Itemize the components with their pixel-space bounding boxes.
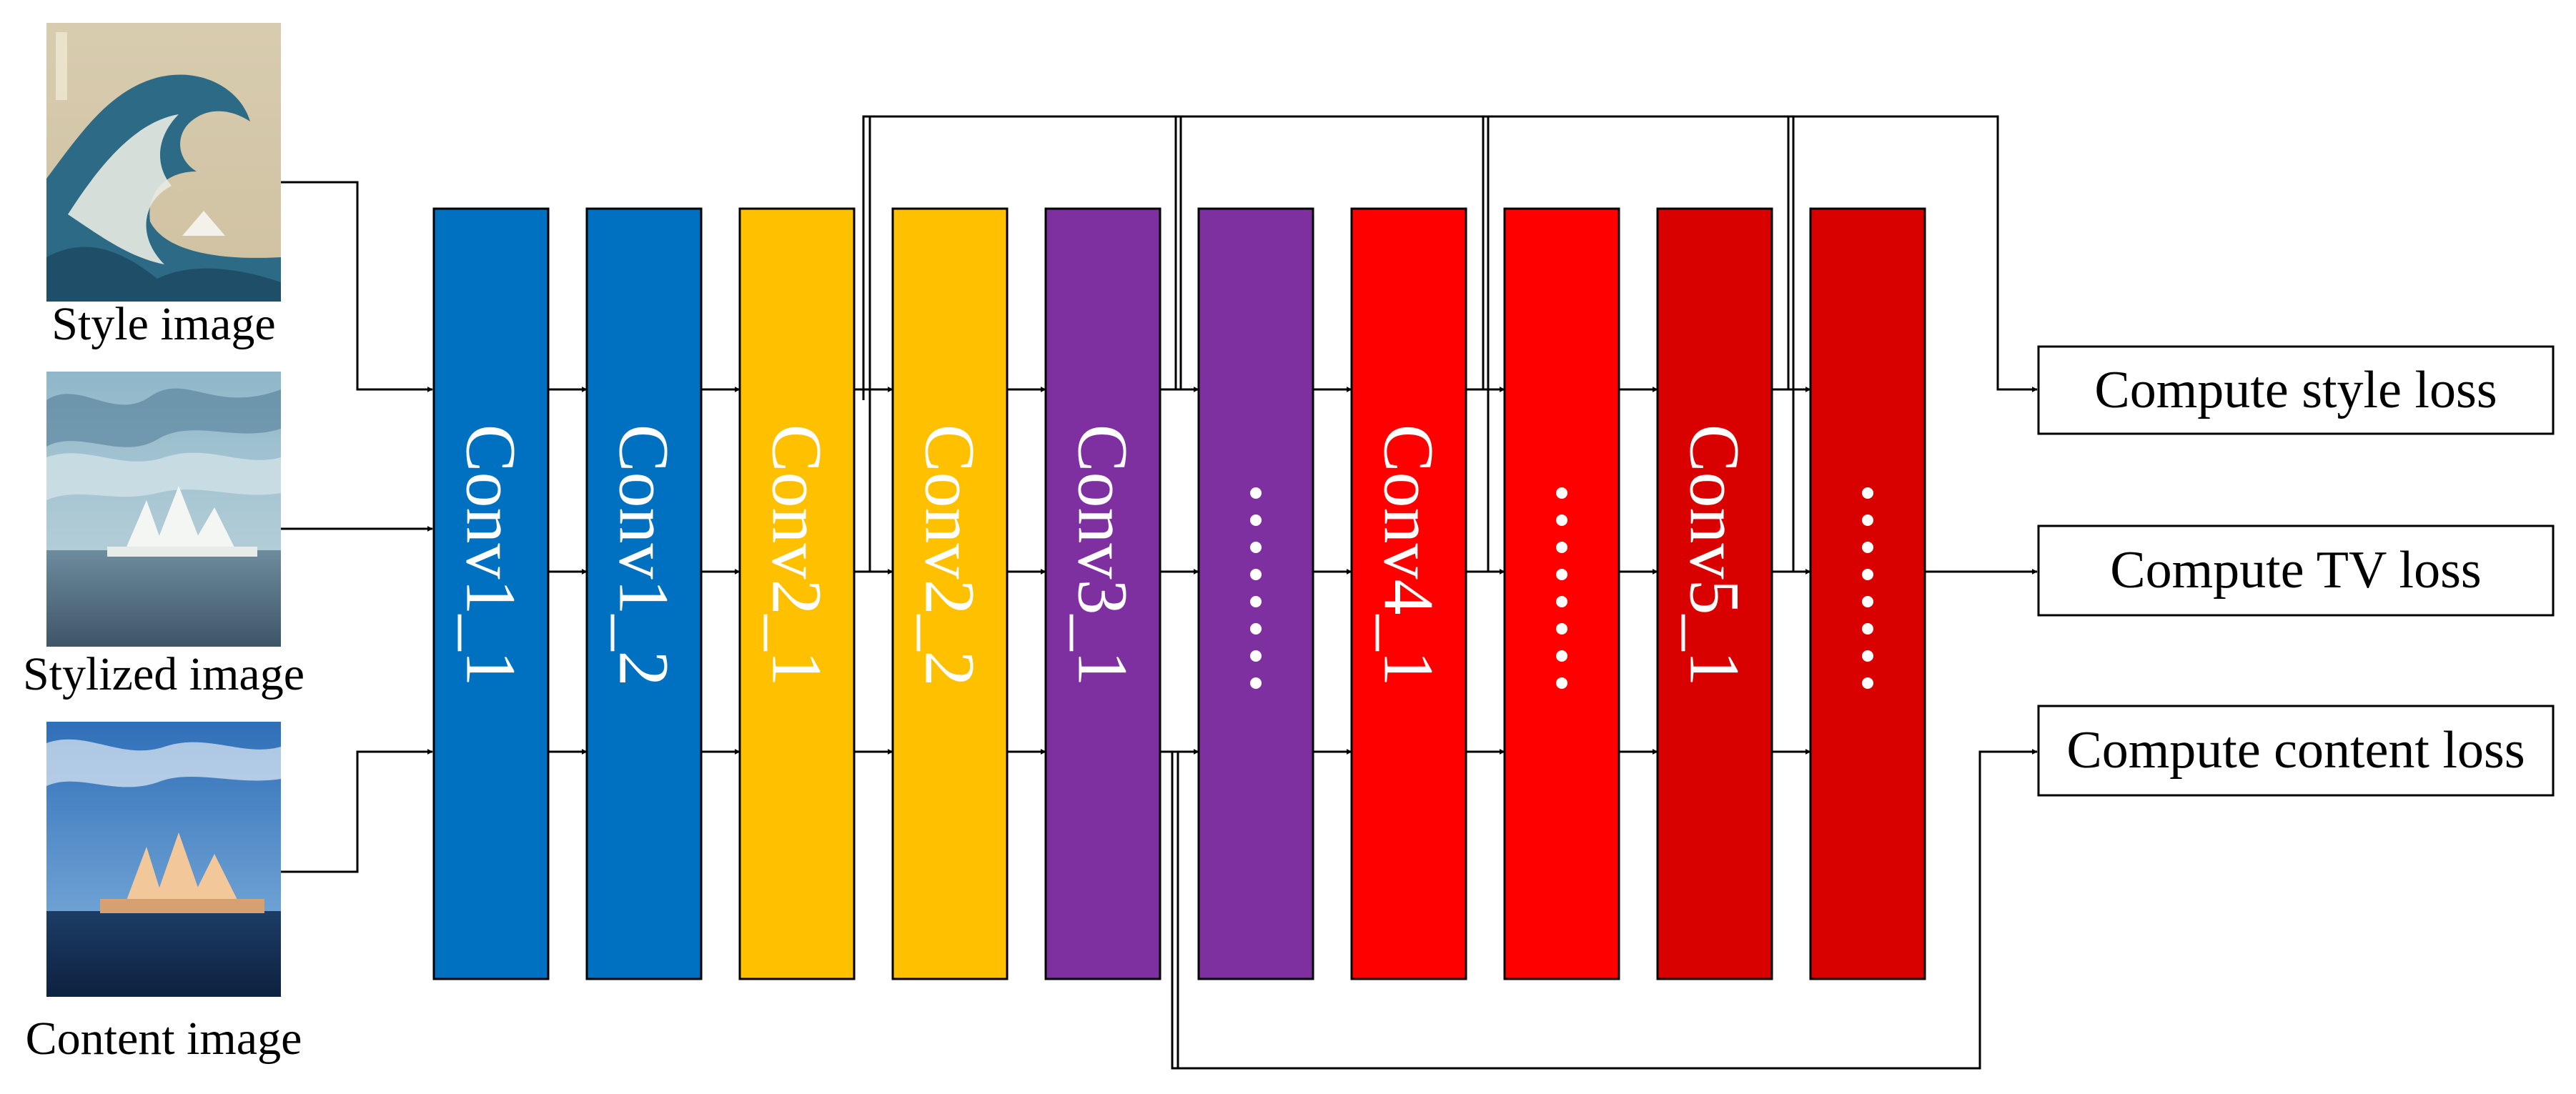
conv-layer-block — [1809, 207, 1926, 980]
ellipsis-dot — [1250, 514, 1262, 526]
ellipsis-dot — [1862, 677, 1873, 689]
layer-wires — [548, 387, 2038, 755]
conv-layer-7: Conv4_1 — [1350, 207, 1467, 980]
conv-layer-3: Conv2_1 — [738, 207, 856, 980]
conv-layer-block — [585, 207, 703, 980]
conv-layer-label: Conv2_2 — [911, 424, 990, 687]
ellipsis-dot — [1862, 514, 1873, 526]
conv-layers: Conv1_1 Conv1_2 Conv2_1 Conv2_2 Conv3_1 Conv4… — [432, 207, 1926, 980]
conv-layer-10 — [1809, 207, 1926, 980]
content-image — [46, 722, 281, 997]
ellipsis-dot — [1250, 569, 1262, 580]
ellipsis-dot — [1556, 677, 1567, 689]
ellipsis-dot — [1556, 596, 1567, 607]
ellipsis-dot — [1556, 650, 1567, 662]
conv-layer-label: Conv3_1 — [1064, 424, 1143, 687]
ellipsis-dot — [1556, 542, 1567, 553]
ellipsis-dot — [1250, 650, 1262, 662]
conv-layer-label: Conv4_1 — [1369, 424, 1449, 687]
ellipsis-dot — [1250, 542, 1262, 553]
ellipsis-dot — [1862, 623, 1873, 635]
conv-layer-block — [1656, 207, 1773, 980]
output-style-loss-label: Compute style loss — [2094, 361, 2497, 419]
conv-layer-block — [1197, 207, 1314, 980]
conv-layer-block — [891, 207, 1009, 980]
style-image — [46, 23, 281, 302]
output-tv-loss-label: Compute TV loss — [2110, 541, 2481, 600]
output-content-loss-label: Compute content loss — [2066, 721, 2525, 780]
conv-layer-block — [1503, 207, 1620, 980]
ellipsis-dot — [1250, 487, 1262, 499]
ellipsis-dot — [1250, 596, 1262, 607]
input-wires — [281, 181, 433, 873]
ellipsis-dot — [1862, 650, 1873, 662]
conv-layer-5: Conv3_1 — [1044, 207, 1161, 980]
conv-layer-block — [738, 207, 856, 980]
ellipsis-dot — [1556, 514, 1567, 526]
ellipsis-dot — [1862, 542, 1873, 553]
stylized-image — [46, 372, 281, 647]
conv-layer-label: Conv1_1 — [452, 424, 531, 687]
conv-layer-label: Conv2_1 — [758, 424, 837, 687]
conv-layer-block — [1350, 207, 1467, 980]
conv-layer-8 — [1503, 207, 1620, 980]
ellipsis-dot — [1556, 623, 1567, 635]
ellipsis-dot — [1862, 569, 1873, 580]
stylized-image-label: Stylized image — [23, 648, 304, 700]
conv-layer-1: Conv1_1 — [432, 207, 550, 980]
tap-wires — [862, 115, 2038, 1070]
ellipsis-dot — [1862, 487, 1873, 499]
ellipsis-dot — [1862, 596, 1873, 607]
style-image-label: Style image — [51, 298, 275, 350]
conv-layer-label: Conv5_1 — [1675, 424, 1755, 687]
ellipsis-dot — [1556, 487, 1567, 499]
conv-layer-label: Conv1_2 — [605, 424, 684, 687]
conv-layer-2: Conv1_2 — [585, 207, 703, 980]
conv-layer-block — [1044, 207, 1161, 980]
output-content-loss: Compute content loss — [2037, 705, 2555, 797]
content-image-label: Content image — [26, 1013, 302, 1065]
output-tv-loss: Compute TV loss — [2037, 524, 2555, 617]
ellipsis-dot — [1250, 623, 1262, 635]
conv-layer-4: Conv2_2 — [891, 207, 1009, 980]
ellipsis-dot — [1556, 569, 1567, 580]
conv-layer-6 — [1197, 207, 1314, 980]
conv-layer-9: Conv5_1 — [1656, 207, 1773, 980]
ellipsis-dot — [1250, 677, 1262, 689]
output-style-loss: Compute style loss — [2037, 345, 2555, 435]
conv-layer-block — [432, 207, 550, 980]
